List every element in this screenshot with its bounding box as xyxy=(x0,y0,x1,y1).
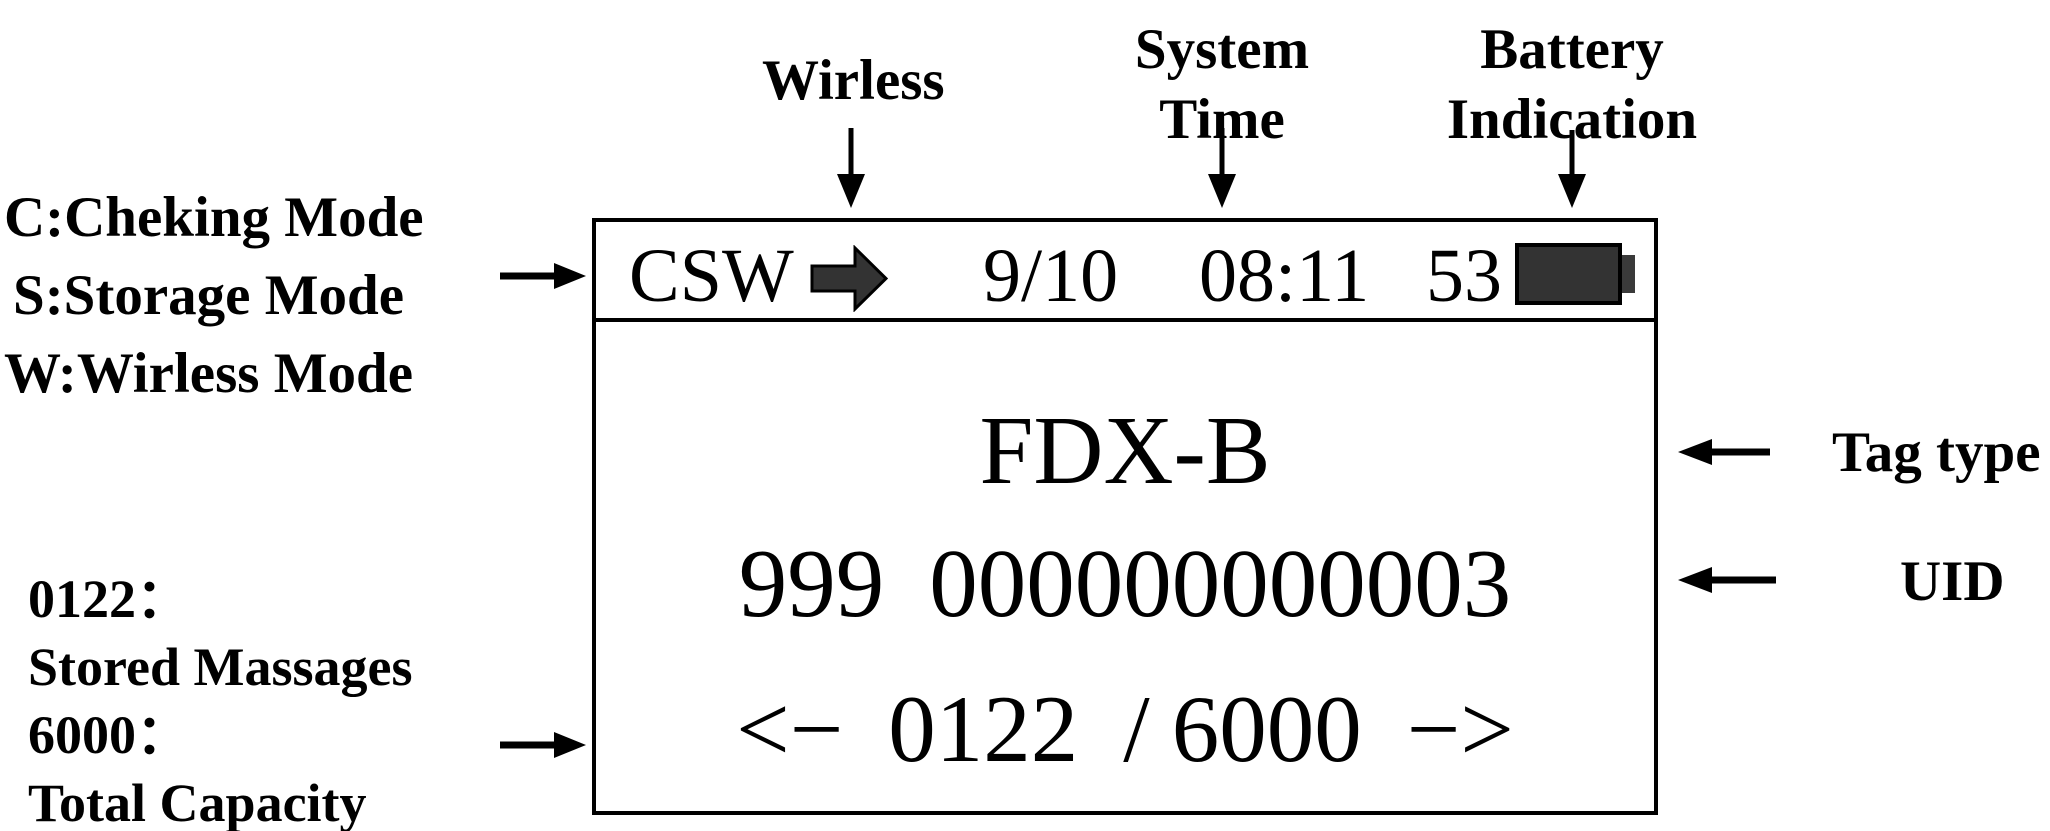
wireless-transfer-arrow-icon xyxy=(810,245,888,312)
down-arrow-icon xyxy=(837,128,865,208)
system-time-label: System Time xyxy=(1134,18,1310,151)
stored-count: 0122 xyxy=(888,676,1079,782)
down-arrow-icon xyxy=(1558,130,1586,208)
tag-type-value: FDX-B xyxy=(979,397,1271,504)
pager-separator: / xyxy=(1123,676,1150,782)
battery-icon xyxy=(1515,243,1635,305)
right-arrow-icon xyxy=(500,732,586,758)
left-arrow-icon xyxy=(1678,567,1776,593)
pager-right-arrow: −> xyxy=(1406,676,1514,782)
tag-type-label: Tag type xyxy=(1832,421,2041,484)
left-arrow-icon xyxy=(1678,439,1770,465)
uid-value: 999 000000000003 xyxy=(738,530,1512,637)
uid-label: UID xyxy=(1900,550,2005,613)
status-battery-percent: 53 xyxy=(1426,234,1502,318)
lcd-screen: CSW 9/10 08:11 53 FDX-B 999 000000000003… xyxy=(592,218,1658,815)
status-date: 9/10 xyxy=(983,234,1119,318)
pager-left-arrow: <− xyxy=(736,676,844,782)
right-arrow-icon xyxy=(500,263,586,289)
storage-legend: 0122： Stored Massages 6000： Total Capaci… xyxy=(28,569,413,831)
down-arrow-icon xyxy=(1208,128,1236,208)
wireless-label: Wirless xyxy=(762,49,945,112)
total-capacity: 6000 xyxy=(1171,676,1362,782)
pager-row: <− 0122 / 6000 −> xyxy=(596,682,1654,777)
status-time: 08:11 xyxy=(1199,234,1370,318)
status-bar-divider xyxy=(596,318,1654,322)
status-modes: CSW xyxy=(629,234,794,318)
mode-legend: C:Cheking Mode S:Storage Mode W:Wirless … xyxy=(4,186,424,405)
battery-indication-label: Battery Indication xyxy=(1446,18,1698,151)
